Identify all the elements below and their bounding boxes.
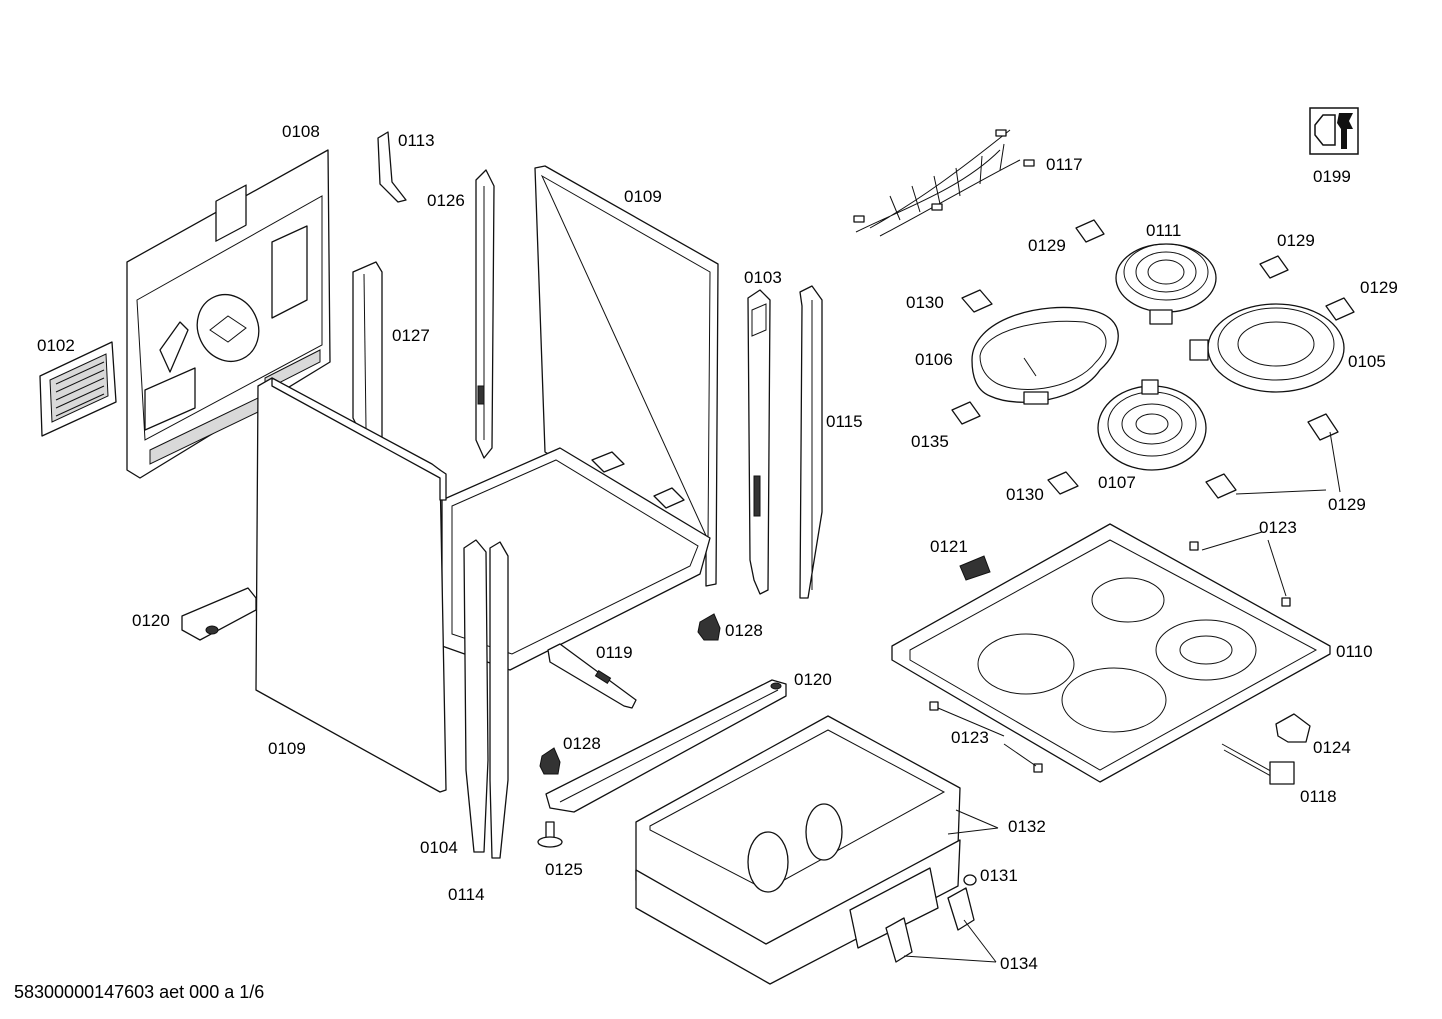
part-0105-heating-element <box>1189 303 1345 393</box>
part-0127-rail <box>352 261 383 443</box>
leader-lines <box>903 431 1341 963</box>
part-0135-clip <box>951 401 981 425</box>
part-0132-base-frame <box>635 715 961 985</box>
label-0132: 0132 <box>1008 817 1046 836</box>
part-0120-bracket-right <box>545 679 787 813</box>
label-0121: 0121 <box>930 537 968 556</box>
label-0127: 0127 <box>392 326 430 345</box>
label-0129-b: 0129 <box>1277 231 1315 250</box>
label-0124: 0124 <box>1313 738 1351 757</box>
part-0117-wiring-harness <box>853 129 1035 237</box>
part-0107-heating-element <box>1097 379 1207 471</box>
part-0128-clip-a <box>697 613 721 641</box>
part-0106-heating-element <box>971 306 1119 405</box>
part-0134-castors <box>885 887 975 963</box>
part-0131-grommet <box>963 874 977 886</box>
part-0113-bracket <box>377 131 407 203</box>
part-0115-rail <box>799 285 823 599</box>
label-0120-a: 0120 <box>132 611 170 630</box>
label-0108: 0108 <box>282 122 320 141</box>
label-0109-top: 0109 <box>624 187 662 206</box>
label-0128-b: 0128 <box>563 734 601 753</box>
label-0131: 0131 <box>980 866 1018 885</box>
label-0113: 0113 <box>398 131 435 150</box>
label-0123-b: 0123 <box>951 728 989 747</box>
part-0123-buffer-a <box>1189 541 1199 551</box>
label-0129-a: 0129 <box>1028 236 1066 255</box>
label-0105: 0105 <box>1348 352 1386 371</box>
part-0129-clip-c <box>1325 297 1355 321</box>
part-0104-upright <box>463 539 489 853</box>
part-0111-heating-element <box>1115 243 1217 325</box>
part-0120-bracket-left <box>181 587 257 641</box>
label-0104: 0104 <box>420 838 458 857</box>
label-0135: 0135 <box>911 432 949 451</box>
label-0103: 0103 <box>744 268 782 287</box>
label-0130-a: 0130 <box>906 293 944 312</box>
part-0114-upright <box>489 541 509 859</box>
part-0119-slide <box>547 643 637 709</box>
part-0126-rail <box>475 169 495 459</box>
part-0129-clip-b <box>1259 255 1289 279</box>
part-0125-foot <box>537 821 563 848</box>
label-0129-c: 0129 <box>1360 278 1398 297</box>
label-0129-d: 0129 <box>1328 495 1366 514</box>
label-0107: 0107 <box>1098 473 1136 492</box>
label-0123-a: 0123 <box>1259 518 1297 537</box>
label-0130-b: 0130 <box>1006 485 1044 504</box>
document-reference-footer: 58300000147603 aet 000 a 1/6 <box>14 982 265 1002</box>
part-oven-floor-frame <box>441 447 711 671</box>
part-0129-clip-e <box>1307 413 1339 441</box>
label-0115: 0115 <box>826 412 863 431</box>
part-0128-clip-b <box>539 747 561 775</box>
label-0109-bottom: 0109 <box>268 739 306 758</box>
part-0108-back-panel <box>126 149 331 479</box>
label-0120-b: 0120 <box>794 670 832 689</box>
label-0110: 0110 <box>1336 642 1373 661</box>
part-0123-buffer-b <box>1281 597 1291 607</box>
part-0124-clamp <box>1275 713 1311 743</box>
part-0118-terminal <box>1221 743 1295 785</box>
label-0102: 0102 <box>37 336 75 355</box>
part-0103-rail <box>747 289 771 595</box>
part-0129-clip-d <box>1205 473 1237 499</box>
part-0102-grille <box>39 341 117 437</box>
part-0109-side-panel-front <box>255 377 447 793</box>
part-0130-clip-a <box>961 289 993 313</box>
label-0134: 0134 <box>1000 954 1038 973</box>
label-0128-a: 0128 <box>725 621 763 640</box>
part-0130-clip-b <box>1047 471 1079 495</box>
label-0126: 0126 <box>427 191 465 210</box>
part-0123-buffer-d <box>1033 763 1043 773</box>
part-0123-buffer-c <box>929 701 939 711</box>
label-0111: 0111 <box>1146 221 1182 240</box>
service-wrench-icon <box>1309 107 1359 155</box>
label-0106: 0106 <box>915 350 953 369</box>
part-0121-switch <box>959 555 991 581</box>
part-0129-clip-a <box>1075 219 1105 243</box>
part-0110-glass-cooktop <box>891 523 1331 783</box>
label-0119: 0119 <box>596 643 633 662</box>
label-0125: 0125 <box>545 860 583 879</box>
label-0117: 0117 <box>1046 155 1083 174</box>
label-0118: 0118 <box>1300 787 1337 806</box>
label-0114: 0114 <box>448 885 485 904</box>
label-0199: 0199 <box>1313 167 1351 186</box>
